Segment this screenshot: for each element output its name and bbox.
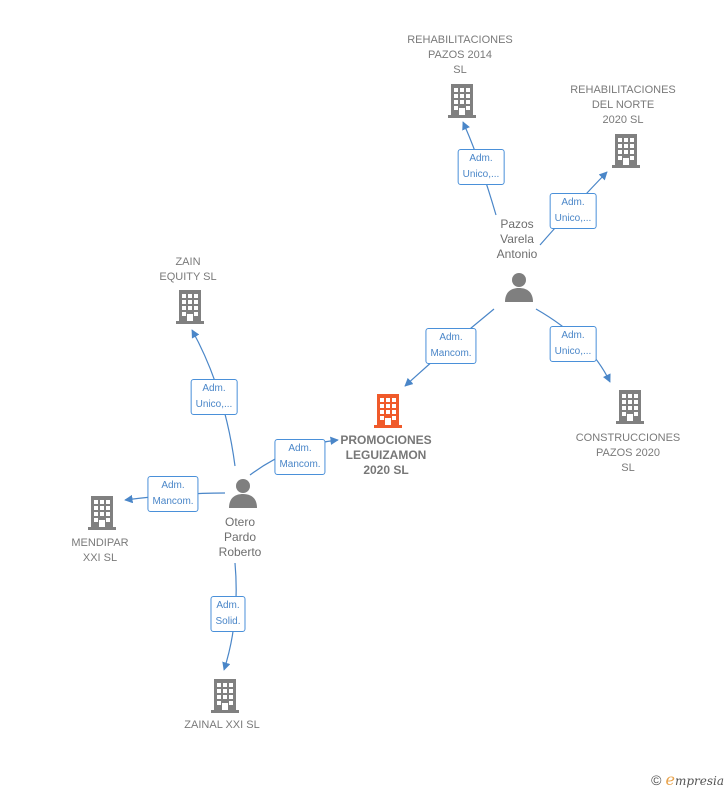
node-label-promociones-leguizamon[interactable]: PROMOCIONES LEGUIZAMON 2020 SL (340, 433, 432, 477)
copyright-icon: © (651, 772, 662, 788)
building-icon[interactable] (211, 679, 239, 713)
edge-label-otero-zainal[interactable]: Adm. Solid. (210, 596, 246, 632)
building-icon[interactable] (616, 390, 644, 424)
edge-label-pv-construcciones[interactable]: Adm. Unico,... (549, 326, 597, 362)
person-icon[interactable] (505, 273, 533, 302)
footer-watermark: ©empresia (651, 770, 724, 789)
person-icon[interactable] (229, 479, 257, 508)
node-label-zainal[interactable]: ZAINAL XXI SL (184, 719, 260, 731)
node-label-pazos-varela-antonio[interactable]: Pazos Varela Antonio (496, 217, 538, 261)
building-icon[interactable] (176, 290, 204, 324)
edge-label-otero-promociones[interactable]: Adm. Mancom. (274, 439, 326, 475)
building-icon[interactable] (612, 134, 640, 168)
edge-label-pv-promociones[interactable]: Adm. Mancom. (425, 328, 477, 364)
edge-label-pv-rehab-pazos[interactable]: Adm. Unico,... (457, 149, 505, 185)
building-icon[interactable] (448, 84, 476, 118)
node-label-rehabilitaciones-norte[interactable]: REHABILITACIONES DEL NORTE 2020 SL (570, 84, 676, 126)
edge-label-pv-rehab-norte[interactable]: Adm. Unico,... (549, 193, 597, 229)
node-label-construcciones-pazos[interactable]: CONSTRUCCIONES PAZOS 2020 SL (575, 432, 681, 474)
node-label-zain-equity[interactable]: ZAIN EQUITY SL (159, 256, 217, 283)
brand-logo: empresia (665, 770, 724, 789)
building-icon[interactable] (374, 394, 402, 428)
node-label-rehabilitaciones-pazos[interactable]: REHABILITACIONES PAZOS 2014 SL (407, 34, 513, 76)
edge-label-otero-zain[interactable]: Adm. Unico,... (190, 379, 238, 415)
edge-label-otero-mendipar[interactable]: Adm. Mancom. (147, 476, 199, 512)
node-label-mendipar[interactable]: MENDIPAR XXI SL (71, 537, 129, 564)
building-icon[interactable] (88, 496, 116, 530)
node-label-otero-pardo-roberto[interactable]: Otero Pardo Roberto (218, 515, 262, 559)
